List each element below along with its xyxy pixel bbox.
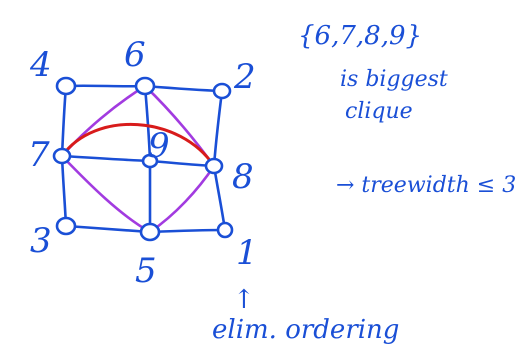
clique-set: {6,7,8,9}: [298, 21, 422, 51]
purple-edge-7-5: [60, 154, 152, 234]
label-2: 2: [233, 57, 256, 97]
ordering-note: elim. ordering: [212, 315, 399, 345]
label-9: 9: [148, 126, 170, 166]
edge-3-5: [64, 224, 152, 234]
vertex-8: [204, 157, 224, 175]
vertex-9: [141, 153, 159, 169]
vertex-labels: 4 6 2 7 9 8 3 5 1: [28, 35, 258, 291]
edge-6-2: [143, 84, 224, 93]
clique-line2: clique: [345, 99, 413, 124]
label-4: 4: [29, 45, 52, 85]
edge-5-1: [148, 228, 227, 234]
vertex-6: [134, 76, 156, 96]
label-7: 7: [28, 135, 50, 175]
edge-7-3: [60, 154, 68, 228]
vertex-1: [216, 221, 234, 239]
edge-4-7: [60, 84, 68, 158]
vertex-4: [55, 76, 77, 96]
vertices: [52, 76, 234, 242]
fill-in-edges: [60, 84, 216, 234]
vertex-3: [55, 216, 77, 236]
vertex-5: [139, 222, 161, 242]
edge-8-1: [212, 164, 227, 232]
edge-7-9: [60, 154, 152, 163]
purple-edge-5-8: [148, 164, 216, 234]
vertex-2: [212, 82, 232, 100]
label-5: 5: [135, 251, 157, 291]
treewidth-note: → treewidth ≤ 3: [336, 173, 516, 198]
edge-4-6: [64, 84, 147, 88]
label-8: 8: [232, 157, 254, 197]
ordering-arrow: ↑: [233, 285, 255, 315]
label-3: 3: [30, 221, 52, 261]
red-edge-7-8: [60, 122, 216, 168]
clique-line1: is biggest: [340, 67, 448, 92]
edge-2-8: [212, 89, 224, 168]
notes: {6,7,8,9} is biggest clique → treewidth …: [212, 21, 516, 345]
purple-edge-7-6: [60, 84, 147, 158]
vertex-7: [52, 147, 72, 165]
label-1: 1: [236, 233, 258, 273]
label-6: 6: [124, 35, 146, 75]
